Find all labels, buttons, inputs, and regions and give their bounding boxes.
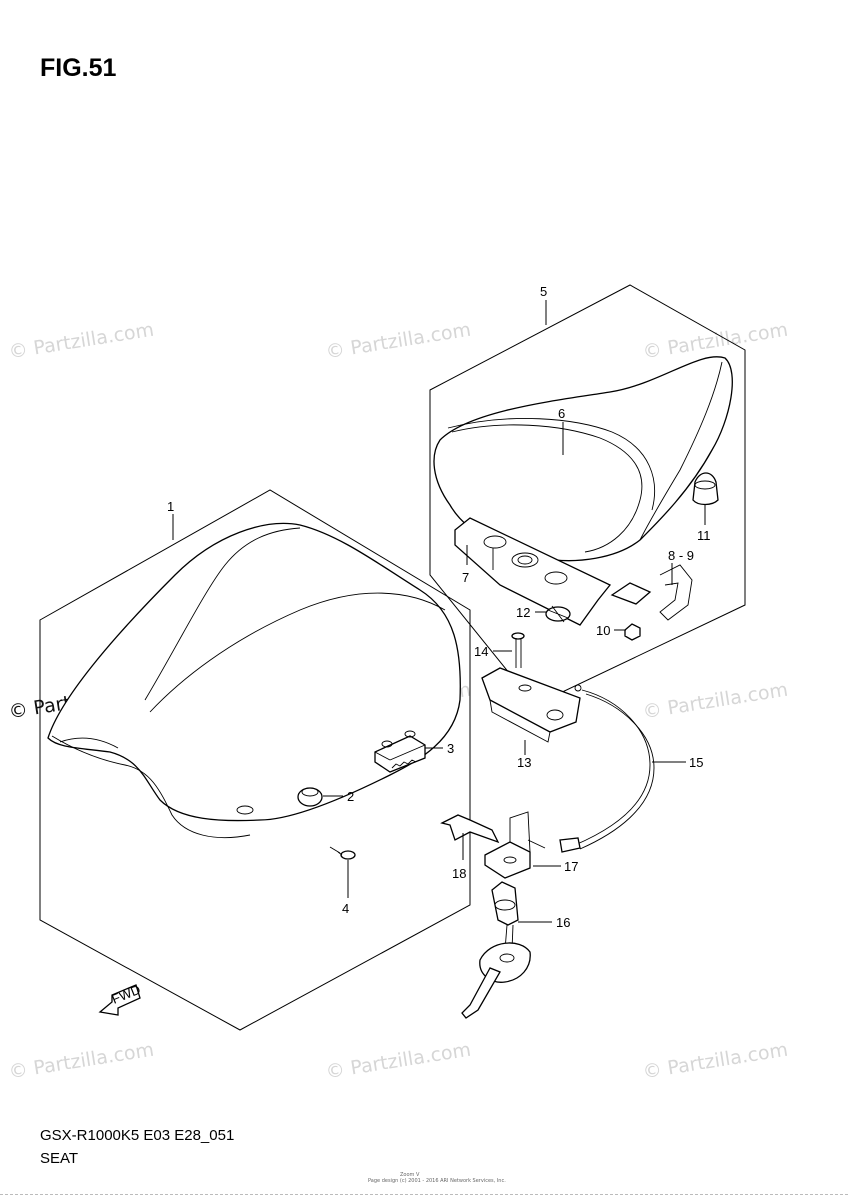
seat-damper xyxy=(692,472,719,506)
seat-bracket-plate xyxy=(454,517,612,626)
callout-10: 10 xyxy=(596,623,610,638)
bolt-14 xyxy=(511,632,525,668)
leader-lines xyxy=(172,300,706,923)
callout-13: 13 xyxy=(517,755,531,770)
callout-15: 15 xyxy=(689,755,703,770)
key xyxy=(461,942,531,1019)
callout-11: 11 xyxy=(697,528,711,543)
callout-1: 1 xyxy=(167,499,174,514)
seat-hook xyxy=(610,564,693,621)
screw-4 xyxy=(329,846,356,860)
callout-7: 7 xyxy=(462,570,469,585)
callout-14: 14 xyxy=(474,644,488,659)
seat-lock-cable xyxy=(559,684,655,853)
callout-2: 2 xyxy=(347,789,354,804)
section-name: SEAT xyxy=(40,1150,79,1167)
cushion-rubber xyxy=(545,605,571,623)
fine-print: Zoom V xyxy=(400,1172,420,1178)
page-divider xyxy=(0,1194,848,1195)
fwd-arrow-icon xyxy=(98,984,141,1016)
callout-8-9: 8 - 9 xyxy=(668,548,694,563)
nut xyxy=(624,623,641,641)
figure-title: FIG.51 xyxy=(40,54,117,82)
callout-4: 4 xyxy=(342,901,349,916)
callout-3: 3 xyxy=(447,741,454,756)
callout-18: 18 xyxy=(452,866,466,881)
callout-17: 17 xyxy=(564,859,578,874)
model-code: GSX-R1000K5 E03 E28_051 xyxy=(40,1127,235,1144)
clip xyxy=(440,814,500,844)
callout-16: 16 xyxy=(556,915,570,930)
seat-latch xyxy=(481,667,581,743)
callout-6: 6 xyxy=(558,406,565,421)
seat-rubber-3 xyxy=(374,730,426,773)
seat-cushion-2 xyxy=(297,787,323,807)
callout-12: 12 xyxy=(516,605,530,620)
seat-lock xyxy=(491,881,519,951)
front-seat xyxy=(39,489,471,1031)
lock-bracket xyxy=(484,811,546,879)
fine-print: Page design (c) 2001 - 2016 ARI Network … xyxy=(368,1178,506,1184)
callout-5: 5 xyxy=(540,284,547,299)
